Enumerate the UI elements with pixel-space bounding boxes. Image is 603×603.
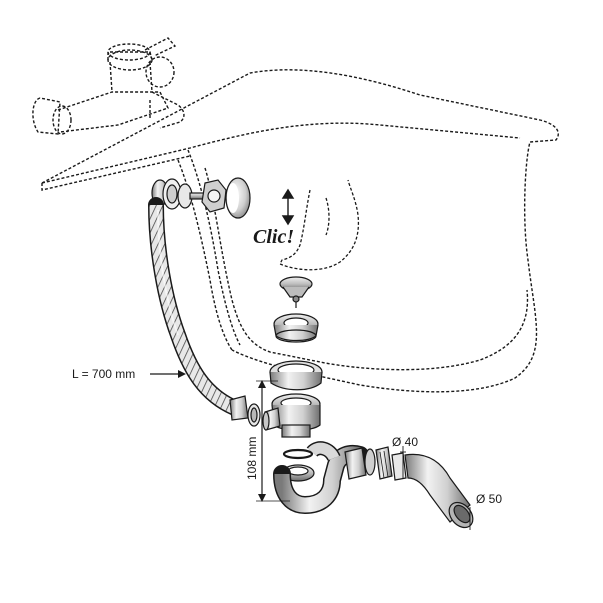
diameter-40-label: Ø 40 bbox=[392, 435, 418, 449]
clic-label: Clic! bbox=[253, 226, 294, 248]
popup-plug bbox=[279, 276, 313, 308]
drain-body bbox=[262, 393, 321, 438]
hose-length-dimension: L = 700 mm bbox=[72, 367, 186, 381]
up-down-arrow bbox=[281, 188, 295, 226]
diameter-50-label: Ø 50 bbox=[476, 492, 502, 506]
height-dimension: 108 mm bbox=[245, 380, 290, 502]
drain-flange bbox=[273, 313, 319, 343]
outlet-coupling bbox=[344, 446, 407, 481]
diameter-40-dimension: Ø 40 bbox=[392, 435, 418, 478]
o-ring bbox=[282, 448, 314, 460]
outlet-elbow bbox=[404, 453, 474, 529]
overflow-assembly bbox=[151, 177, 251, 219]
bathtub-outline bbox=[41, 69, 559, 393]
hose-length-label: L = 700 mm bbox=[72, 367, 135, 381]
foot-outline bbox=[279, 179, 360, 271]
faucet-outline bbox=[32, 37, 185, 135]
diameter-50-dimension: Ø 50 bbox=[469, 492, 502, 530]
drain-gasket bbox=[269, 360, 323, 391]
hose-fitting bbox=[229, 395, 261, 427]
overflow-hose bbox=[148, 197, 243, 416]
height-label: 108 mm bbox=[245, 437, 259, 480]
